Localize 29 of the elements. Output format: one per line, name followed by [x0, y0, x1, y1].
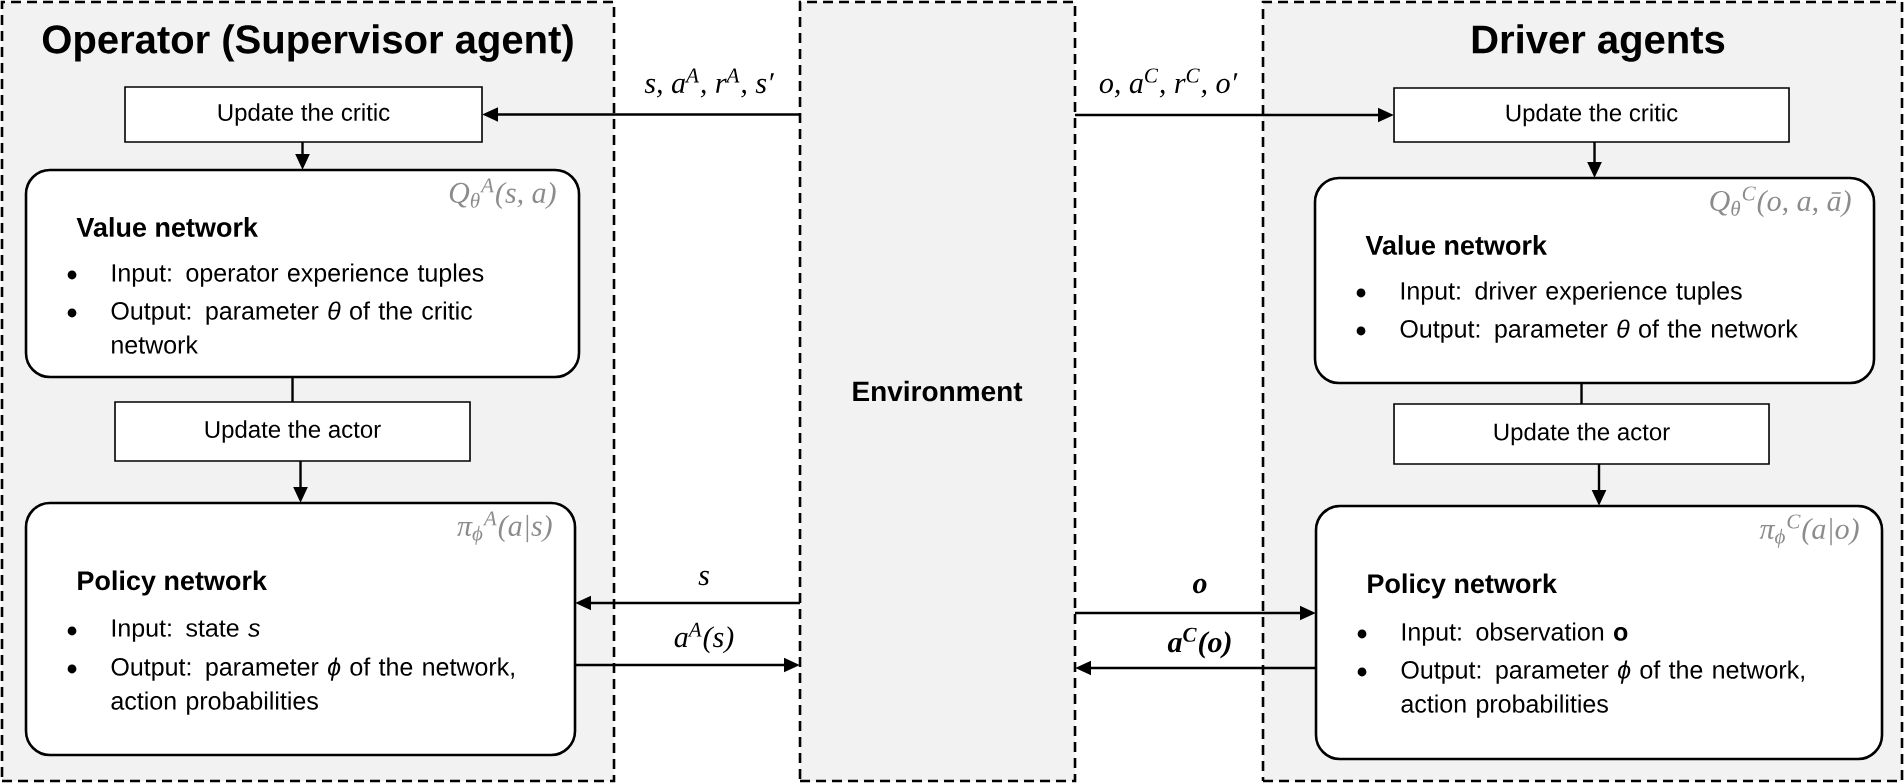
bullet-text: Output: parameter ϕ of the network, action probabilities [1401, 660, 1804, 718]
edge-label: o [1190, 576, 1210, 596]
edge-label: a$^{A}$(s) [671, 620, 737, 656]
panel-title: Operator (Supervisor agent) [42, 24, 573, 62]
bullet-text: Output: parameter θ of the critic network [111, 301, 472, 354]
box-heading: Policy network [78, 570, 267, 596]
bullet-text: Output: parameter ϕ of the network, action probabilities [111, 657, 514, 715]
panel-title: Environment [853, 380, 1023, 402]
formula-label: π$_{ϕ}$$^{A}$(a|s) [457, 511, 552, 545]
edge-label: o, a$^{C}$, r$^{C}$, o′ [1096, 66, 1240, 100]
bullet-text: Input: state s [112, 619, 260, 642]
box-heading: Value network [76, 217, 258, 237]
bullet-text: Input: driver experience tuples [1401, 281, 1742, 305]
formula-label: Q$_{θ}$$^{A}$(s, a) [449, 178, 556, 210]
process-box: Update the actor [1393, 403, 1770, 465]
box-heading: Policy network [1368, 573, 1557, 599]
bullet-text: Output: parameter θ of the network [1400, 319, 1798, 343]
box-heading: Value network [1365, 235, 1547, 255]
bullet-text: Input: observation o [1402, 622, 1628, 646]
formula-label: π$_{ϕ}$$^{C}$(a|o) [1759, 514, 1859, 548]
formula-label: Q$_{θ}$$^{C}$(o, a, ā) [1710, 186, 1851, 218]
bullet-text: Input: operator experience tuples [112, 263, 484, 287]
edge-label: s, a$^{A}$, r$^{A}$, s′ [642, 66, 776, 100]
edge-label: s [696, 568, 712, 588]
process-box: Update the critic [1393, 87, 1790, 143]
edge-label: a$^{C}$(o) [1165, 625, 1235, 661]
process-box: Update the actor [114, 401, 471, 462]
process-box: Update the critic [124, 86, 483, 143]
panel-title: Driver agents [1472, 24, 1725, 62]
